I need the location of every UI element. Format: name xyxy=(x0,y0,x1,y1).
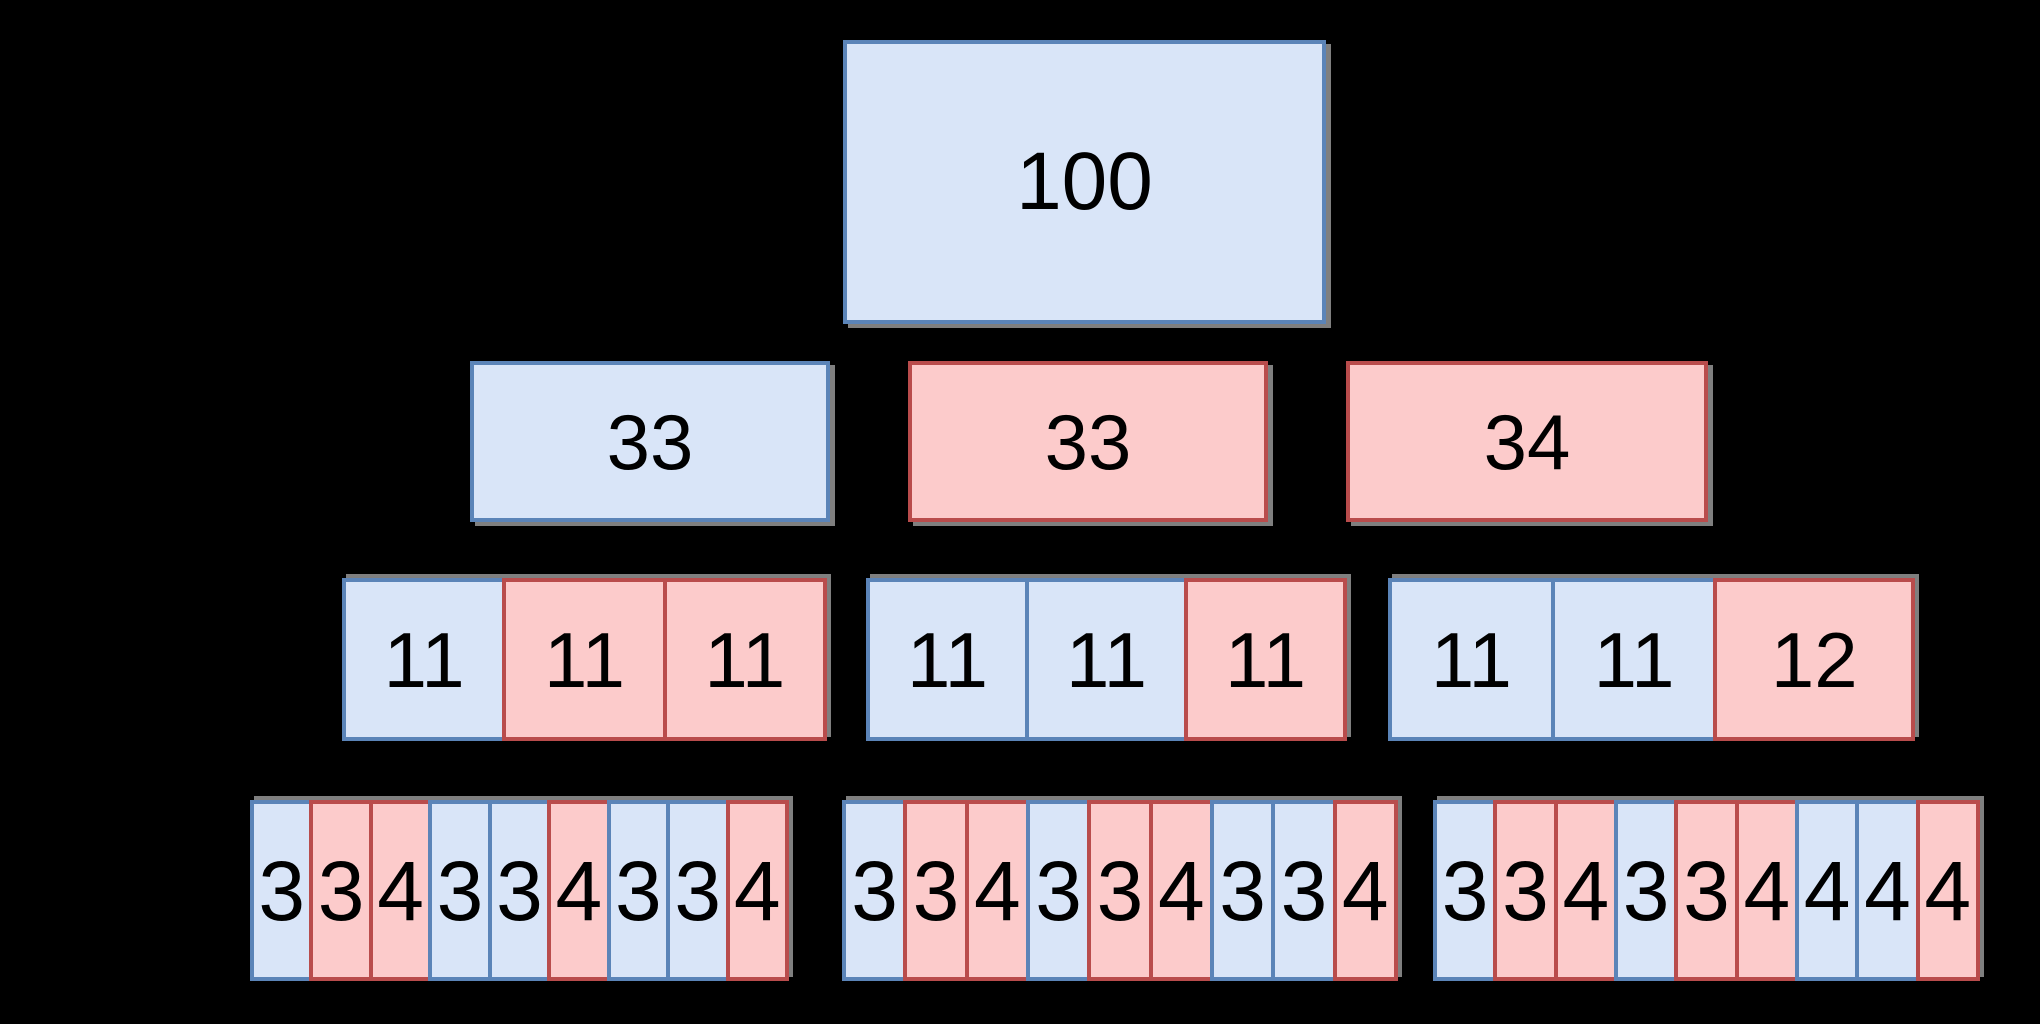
level4-group-3-cell-9: 4 xyxy=(1915,800,1980,981)
level4-group-2-cell-2: 3 xyxy=(903,800,969,981)
level4-group-2-cell-3: 4 xyxy=(964,800,1030,981)
cell-label: 4 xyxy=(1924,843,1972,938)
level3-group-3-cell-2: 11 xyxy=(1550,578,1718,741)
cell-label: 3 xyxy=(851,843,899,938)
level2-box-2-label: 33 xyxy=(1044,397,1132,486)
level3-group-2: 11 11 11 xyxy=(866,578,1347,741)
level4-group-3-cell-1: 3 xyxy=(1433,800,1498,981)
cell-label: 3 xyxy=(1683,843,1730,938)
cell-label: 12 xyxy=(1770,615,1858,704)
level3-group-2-cell-2: 11 xyxy=(1025,578,1188,741)
level4-group-1-cell-9: 4 xyxy=(725,800,789,981)
level3-group-3-cell-3: 12 xyxy=(1713,578,1916,741)
level4-group-1-cell-8: 3 xyxy=(666,800,730,981)
level4-group-1-cell-1: 3 xyxy=(250,800,314,981)
level3-group-2-cell-1: 11 xyxy=(866,578,1029,741)
cell-label: 4 xyxy=(377,843,424,938)
level2-box-1-label: 33 xyxy=(606,397,694,486)
level4-group-2-cell-1: 3 xyxy=(842,800,908,981)
cell-label: 4 xyxy=(973,843,1021,938)
level4-group-3-cell-3: 4 xyxy=(1553,800,1618,981)
cell-label: 3 xyxy=(496,843,543,938)
cell-label: 3 xyxy=(1096,843,1144,938)
level3-group-3-cell-1: 11 xyxy=(1388,578,1555,741)
cell-label: 3 xyxy=(1219,843,1266,938)
level4-group-2: 3 3 4 3 3 4 3 3 4 xyxy=(842,800,1398,981)
level3-group-1-cell-3: 11 xyxy=(662,578,827,741)
cell-label: 11 xyxy=(383,615,465,704)
level4-group-1-cell-4: 3 xyxy=(428,800,492,981)
level4-group-1: 3 3 4 3 3 4 3 3 4 xyxy=(250,800,789,981)
cell-label: 3 xyxy=(1280,843,1328,938)
level3-group-1-cell-1: 11 xyxy=(342,578,507,741)
level2-box-3-label: 34 xyxy=(1483,397,1571,486)
level4-group-2-cell-8: 3 xyxy=(1271,800,1337,981)
level4-group-3-cell-2: 3 xyxy=(1493,800,1558,981)
cell-label: 3 xyxy=(436,843,484,938)
level1-box-100: 100 xyxy=(843,40,1326,324)
level4-group-3-cell-6: 4 xyxy=(1734,800,1799,981)
cell-label: 4 xyxy=(1743,843,1791,938)
cell-label: 4 xyxy=(1562,843,1610,938)
level4-group-1-cell-7: 3 xyxy=(606,800,671,981)
cell-label: 3 xyxy=(1622,843,1670,938)
level4-group-3-cell-8: 4 xyxy=(1855,800,1920,981)
cell-label: 11 xyxy=(544,615,625,704)
level4-group-1-cell-6: 4 xyxy=(547,800,611,981)
cell-label: 3 xyxy=(1502,843,1549,938)
level4-group-3-cell-7: 4 xyxy=(1794,800,1860,981)
cell-label: 3 xyxy=(1035,843,1082,938)
level2-box-3: 34 xyxy=(1346,361,1708,522)
cell-label: 3 xyxy=(1441,843,1489,938)
level4-group-1-cell-3: 4 xyxy=(368,800,433,981)
level3-group-1: 11 11 11 xyxy=(342,578,827,741)
level4-group-2-cell-7: 3 xyxy=(1209,800,1276,981)
level3-group-2-cell-3: 11 xyxy=(1184,578,1347,741)
level4-group-2-cell-6: 4 xyxy=(1148,800,1214,981)
cell-label: 3 xyxy=(258,843,306,938)
cell-label: 4 xyxy=(555,843,603,938)
cell-label: 4 xyxy=(1803,843,1851,938)
level4-group-1-cell-2: 3 xyxy=(309,800,373,981)
level3-group-1-cell-2: 11 xyxy=(502,578,667,741)
level4-group-1-cell-5: 3 xyxy=(487,800,552,981)
cell-label: 11 xyxy=(704,615,786,704)
cell-label: 11 xyxy=(1225,615,1306,704)
level3-group-3: 11 11 12 xyxy=(1388,578,1916,741)
cell-label: 3 xyxy=(912,843,960,938)
cell-label: 4 xyxy=(733,843,781,938)
cell-label: 11 xyxy=(1430,615,1512,704)
cell-label: 4 xyxy=(1864,843,1911,938)
cell-label: 3 xyxy=(614,843,662,938)
cell-label: 11 xyxy=(1593,615,1675,704)
level4-group-3: 3 3 4 3 3 4 4 4 4 xyxy=(1433,800,1980,981)
cell-label: 4 xyxy=(1157,843,1205,938)
cell-label: 11 xyxy=(1066,615,1147,704)
cell-label: 11 xyxy=(907,615,988,704)
level2-box-2: 33 xyxy=(908,361,1268,522)
level4-group-2-cell-4: 3 xyxy=(1025,800,1092,981)
level4-group-2-cell-9: 4 xyxy=(1332,800,1398,981)
level1-box-100-label: 100 xyxy=(1016,136,1153,227)
level4-group-3-cell-4: 3 xyxy=(1613,800,1679,981)
level4-group-2-cell-5: 3 xyxy=(1087,800,1153,981)
cell-label: 3 xyxy=(317,843,365,938)
cell-label: 4 xyxy=(1341,843,1389,938)
level2-box-1: 33 xyxy=(470,361,830,522)
level4-group-3-cell-5: 3 xyxy=(1674,800,1739,981)
cell-label: 3 xyxy=(674,843,722,938)
